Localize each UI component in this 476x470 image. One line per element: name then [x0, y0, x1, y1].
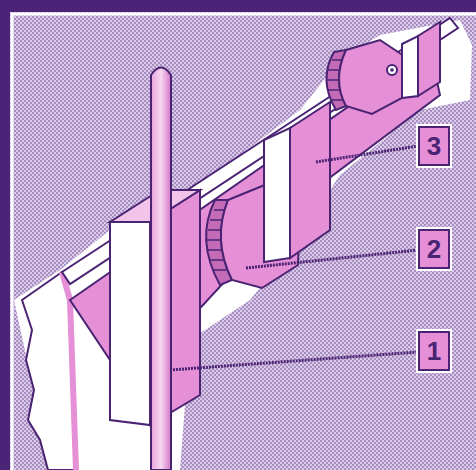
frame-top	[0, 0, 476, 12]
upper-block-front	[402, 36, 418, 98]
vertical-rod	[151, 68, 171, 470]
block-3-front	[264, 128, 290, 262]
upper-wheel-face	[339, 40, 404, 114]
upper-block-side	[418, 22, 440, 96]
callout-number: 3	[418, 126, 450, 166]
leader-line	[246, 250, 418, 268]
upper-wheel-axle-hole	[390, 68, 394, 72]
frame-left	[0, 0, 10, 470]
callout-number: 1	[418, 331, 450, 371]
leader-line	[170, 352, 418, 370]
block-1-front	[110, 222, 150, 425]
upper-wheel-axle	[387, 65, 397, 75]
illustration-halo	[14, 20, 472, 470]
callout-number: 2	[418, 229, 450, 269]
leader-line	[316, 146, 418, 162]
frame-inner-line	[12, 14, 476, 470]
wall-fragment	[22, 272, 76, 470]
block-3-side	[290, 102, 330, 258]
